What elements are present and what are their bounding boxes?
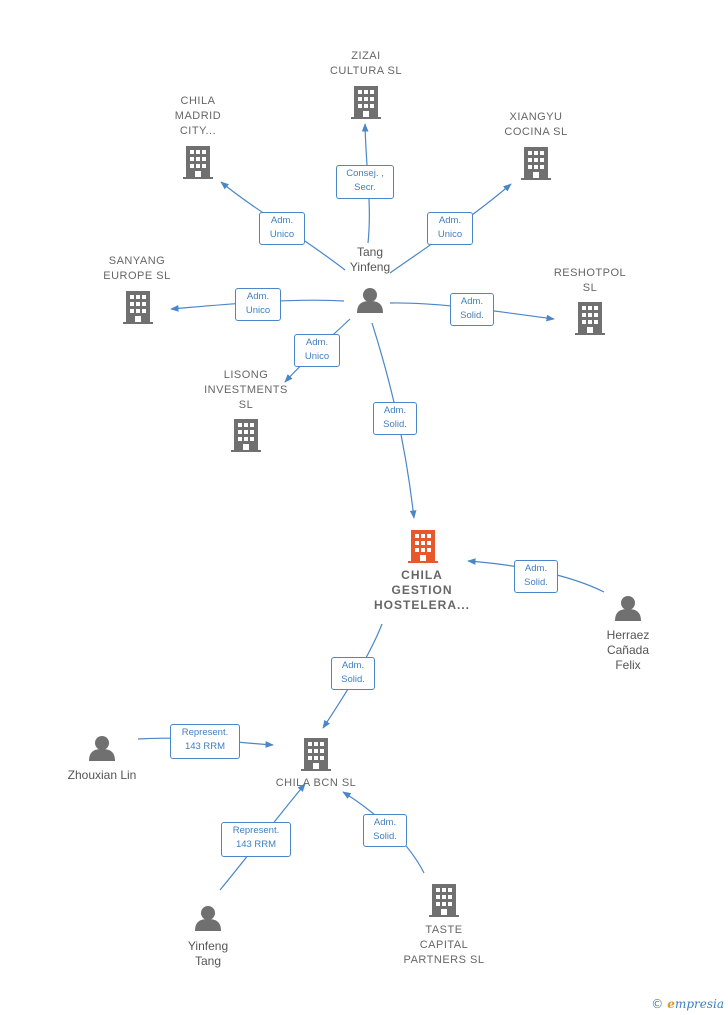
relation-badge[interactable]: Adm. Unico [235,288,281,321]
building-icon-sanyang[interactable] [123,291,153,324]
person-icon-zhouxian[interactable] [89,736,115,761]
building-icon-reshotpol[interactable] [575,302,605,335]
node-label-zizai[interactable]: ZIZAI CULTURA SL [329,50,403,77]
relation-badge[interactable]: Adm. Solid. [450,293,494,326]
relation-badge[interactable]: Adm. Solid. [331,657,375,690]
brand-name: mpresia [674,997,724,1011]
node-label-chila-madrid[interactable]: CHILA MADRID CITY... [174,95,222,137]
building-icon-xiangyu[interactable] [521,147,551,180]
node-label-xiangyu[interactable]: XIANGYU COCINA SL [504,111,568,138]
relation-badge[interactable]: Consej. , Secr. [336,165,394,199]
building-icon-taste[interactable] [429,884,459,917]
relation-badge[interactable]: Adm. Solid. [514,560,558,593]
building-icon-chila-gestion[interactable] [408,530,438,563]
node-label-chila-gestion[interactable]: CHILA GESTION HOSTELERA... [373,568,470,612]
person-icon-yinfeng-tang[interactable] [195,906,221,931]
node-label-herraez[interactable]: Herraez Cañada Felix [606,628,650,672]
brand-logo[interactable]: ©empresia [651,997,724,1011]
relation-badge[interactable]: Adm. Solid. [373,402,417,435]
building-icon-chila-bcn[interactable] [301,738,331,771]
node-label-lisong[interactable]: LISONG INVESTMENTS SL [204,369,288,411]
person-icon-tang-yinfeng[interactable] [357,288,383,313]
node-label-chila-bcn[interactable]: CHILA BCN SL [275,777,357,789]
node-label-tang-yinfeng[interactable]: Tang Yinfeng [349,245,391,274]
node-label-sanyang[interactable]: SANYANG EUROPE SL [103,255,171,282]
brand-initial: e [667,997,675,1011]
nodes-layer [89,86,641,931]
node-label-yinfeng-tang[interactable]: Yinfeng Tang [187,939,229,968]
relation-badge[interactable]: Represent. 143 RRM [221,822,291,857]
relation-badge[interactable]: Adm. Unico [294,334,340,367]
relation-badge[interactable]: Adm. Unico [427,212,473,245]
relation-badge[interactable]: Adm. Unico [259,212,305,245]
relation-badge[interactable]: Adm. Solid. [363,814,407,847]
building-icon-lisong[interactable] [231,419,261,452]
person-icon-herraez[interactable] [615,596,641,621]
building-icon-chila-madrid[interactable] [183,146,213,179]
node-label-taste[interactable]: TASTE CAPITAL PARTNERS SL [403,924,485,966]
building-icon-zizai[interactable] [351,86,381,119]
relation-badge[interactable]: Represent. 143 RRM [170,724,240,759]
node-label-zhouxian[interactable]: Zhouxian Lin [67,768,137,782]
node-label-reshotpol[interactable]: RESHOTPOL SL [553,267,627,294]
copyright-icon: © [651,997,664,1011]
